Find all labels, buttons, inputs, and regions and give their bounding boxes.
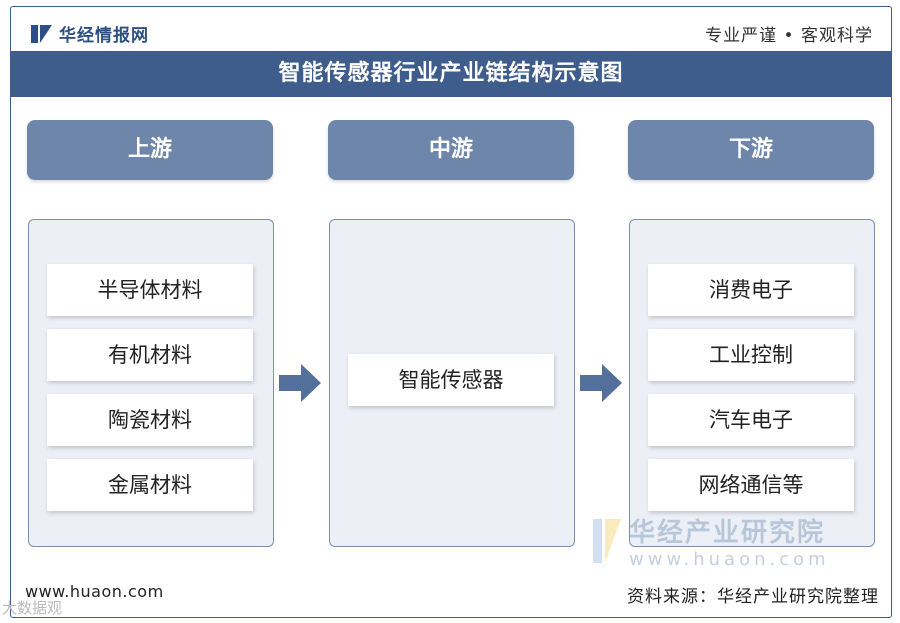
downstream-header: 下游 (628, 120, 874, 180)
midstream-box: 智能传感器 (329, 219, 575, 547)
upstream-header: 上游 (27, 120, 273, 180)
footer-source: 资料来源：华经产业研究院整理 (627, 587, 879, 607)
logo-icon (31, 24, 53, 43)
arrow-right-icon (580, 364, 622, 402)
diagram-title: 智能传感器行业产业链结构示意图 (11, 51, 891, 97)
midstream-item: 智能传感器 (348, 354, 554, 406)
brand-logo: 华经情报网 (31, 21, 149, 46)
upstream-item: 金属材料 (47, 459, 253, 511)
upstream-box: 半导体材料 有机材料 陶瓷材料 金属材料 (28, 219, 274, 547)
watermark-url: www.huaon.com (629, 549, 830, 570)
midstream-header: 中游 (328, 120, 574, 180)
downstream-item: 汽车电子 (648, 394, 854, 446)
downstream-item: 消费电子 (648, 264, 854, 316)
downstream-box: 消费电子 工业控制 汽车电子 网络通信等 (629, 219, 875, 547)
downstream-item: 工业控制 (648, 329, 854, 381)
upstream-item: 有机材料 (47, 329, 253, 381)
logo-text: 华经情报网 (59, 26, 149, 46)
upstream-item: 半导体材料 (47, 264, 253, 316)
upstream-item: 陶瓷材料 (47, 394, 253, 446)
slogan: 专业严谨 • 客观科学 (705, 26, 873, 46)
diagram-frame: 华经情报网 专业严谨 • 客观科学 智能传感器行业产业链结构示意图 上游 中游 … (10, 6, 892, 618)
watermark: 华经产业研究院 www.huaon.com (593, 512, 830, 570)
watermark-name: 华经产业研究院 (629, 518, 826, 548)
watermark-logo-icon (593, 519, 621, 563)
footer-url: www.huaon.com (25, 582, 164, 601)
arrow-right-icon (279, 364, 321, 402)
downstream-item: 网络通信等 (648, 459, 854, 511)
corner-watermark: 大数据观 (2, 599, 63, 617)
